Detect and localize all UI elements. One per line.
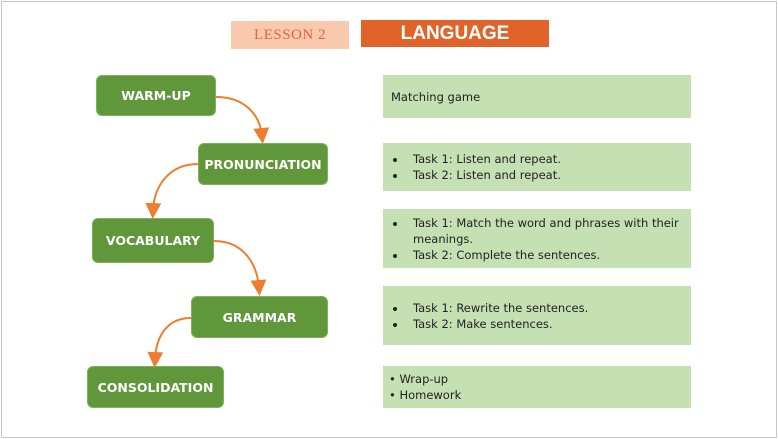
arrow-pronunciation-to-vocabulary [145, 163, 199, 219]
step-vocabulary: VOCABULARY [92, 218, 214, 263]
step-consolidation: CONSOLIDATION [87, 366, 224, 408]
activity-item: Task 1: Listen and repeat. [407, 151, 683, 167]
activity-item: Task 2: Complete the sentences. [407, 247, 683, 263]
consolidation-activities: • Wrap-up • Homework [383, 366, 691, 408]
lesson-label: LESSON 2 [231, 21, 349, 49]
slide-title: LANGUAGE [361, 20, 549, 47]
arrow-grammar-to-consolidation [147, 317, 192, 368]
step-pronunciation: PRONUNCIATION [198, 143, 328, 185]
activity-text: Matching game [391, 89, 481, 104]
activity-item: Task 2: Make sentences. [407, 316, 683, 332]
vocabulary-activities: Task 1: Match the word and phrases with … [383, 209, 691, 268]
activity-item: Task 1: Rewrite the sentences. [407, 300, 683, 316]
activity-item: • Wrap-up [389, 372, 449, 386]
warm-up-activities: Matching game [383, 75, 691, 118]
activity-item: Task 2: Listen and repeat. [407, 167, 683, 183]
grammar-activities: Task 1: Rewrite the sentences.Task 2: Ma… [383, 286, 691, 345]
arrow-warmup-to-pronunciation [215, 96, 270, 144]
pronunciation-activities: Task 1: Listen and repeat.Task 2: Listen… [383, 143, 691, 191]
activity-item: • Homework [389, 388, 462, 402]
arrow-vocabulary-to-grammar [213, 240, 267, 296]
step-warm-up: WARM-UP [96, 75, 216, 116]
step-grammar: GRAMMAR [191, 296, 328, 338]
activity-item: Task 1: Match the word and phrases with … [407, 215, 683, 247]
